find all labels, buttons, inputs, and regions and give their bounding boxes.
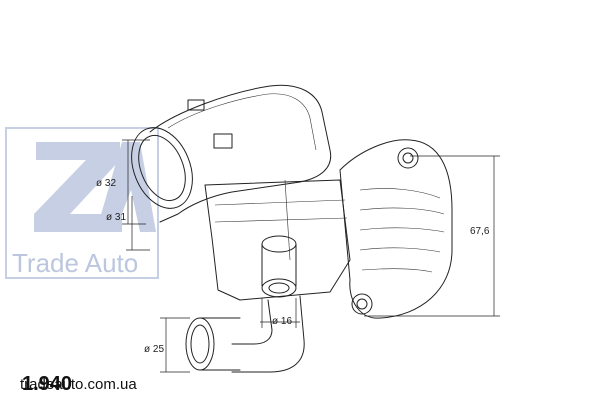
upper-inlet-rim-outer <box>131 127 193 209</box>
dim-d25-label: ø 25 <box>144 344 164 355</box>
upper-inlet-rim-inner <box>138 135 186 201</box>
clip-tab-top <box>187 99 205 111</box>
part-number: 1.940 <box>22 373 72 395</box>
dim-d16-line <box>260 298 300 328</box>
dimensions: ø 32 ø 31 ø 16 ø 25 67,6 <box>96 139 500 373</box>
watermark-z-mark <box>34 142 122 232</box>
body-rib-2 <box>214 217 348 223</box>
lower-outlet-elbow <box>231 295 305 373</box>
dim-d32-label: ø 32 <box>96 178 116 189</box>
small-nipple-end-inner <box>268 282 290 294</box>
flange-rib-1 <box>359 188 441 199</box>
flange-rib-4 <box>359 247 441 253</box>
dim-h67-label: 67,6 <box>470 226 490 237</box>
dim-d31-line <box>126 196 150 251</box>
dim-d31-label: ø 31 <box>106 212 126 223</box>
lower-outlet-rim-outer <box>185 317 215 371</box>
watermark-a-mark <box>96 142 156 232</box>
small-nipple-pipe <box>261 243 297 287</box>
flange-rib-2 <box>359 207 445 215</box>
thermostat-housing <box>131 84 453 373</box>
watermark-logo: Trade Auto <box>5 127 159 279</box>
website-url: tradeauto.com.ua <box>20 376 137 393</box>
dim-d25-line <box>160 317 190 373</box>
central-body <box>204 179 351 301</box>
small-nipple-top <box>261 235 297 253</box>
flange-bolt-hole-bottom <box>351 293 373 315</box>
lower-outlet-pipe <box>199 317 241 371</box>
body-rib-1 <box>214 199 346 206</box>
small-nipple-end-outer <box>261 278 297 298</box>
dim-d16-label: ø 16 <box>272 316 292 327</box>
lower-outlet-rim-inner <box>190 324 210 364</box>
elbow-inner-line <box>167 93 317 151</box>
mounting-flange <box>339 139 453 319</box>
watermark-frame <box>5 127 159 279</box>
upper-elbow-tube <box>149 84 332 223</box>
flange-rib-3 <box>359 227 445 233</box>
watermark-text: Trade Auto <box>12 248 138 278</box>
clip-tab-side <box>213 133 233 149</box>
dim-h67-line <box>364 155 500 317</box>
flange-rib-5 <box>361 268 433 273</box>
dim-d32-line <box>122 139 150 225</box>
flange-bolt-hole-bottom-inner <box>356 298 368 310</box>
body-rib-3 <box>284 179 291 261</box>
flange-bolt-hole-top <box>397 147 419 169</box>
flange-bolt-hole-top-inner <box>402 152 414 164</box>
